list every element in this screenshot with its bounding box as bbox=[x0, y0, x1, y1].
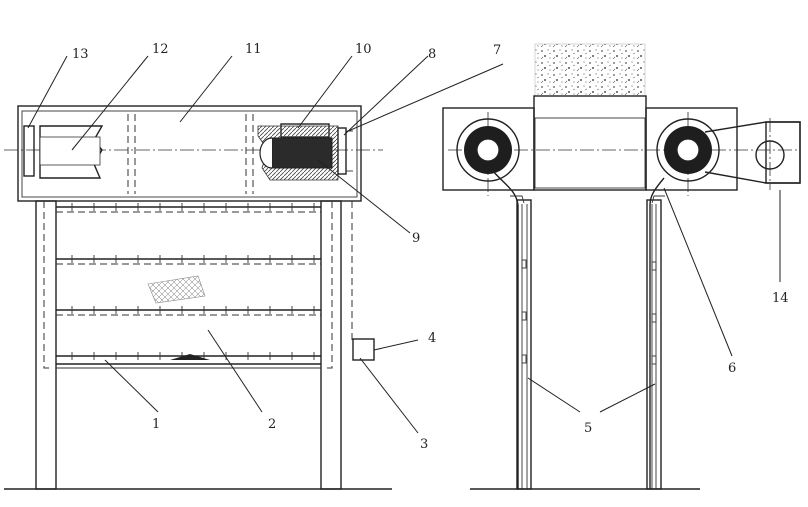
side-view bbox=[442, 43, 801, 490]
right-end-bracket bbox=[337, 127, 347, 175]
label-8: 8 bbox=[428, 47, 436, 62]
curtain-bars bbox=[56, 206, 321, 369]
label-3: 3 bbox=[420, 437, 428, 452]
control-box bbox=[352, 338, 375, 361]
mesh-window bbox=[147, 275, 206, 304]
front-view bbox=[4, 105, 392, 490]
rail-markers bbox=[521, 259, 657, 365]
left-end-bracket bbox=[23, 125, 35, 177]
left-roller-outer bbox=[456, 118, 520, 182]
part-labels: 13 12 11 10 8 7 9 4 1 2 3 5 6 14 bbox=[72, 42, 789, 452]
rail-marker bbox=[521, 311, 527, 321]
rail-marker bbox=[521, 354, 527, 364]
label-6: 6 bbox=[728, 361, 736, 376]
bar-ticks bbox=[71, 203, 315, 360]
top-housing-inner bbox=[21, 110, 358, 198]
rail-marker bbox=[521, 259, 527, 269]
label-12: 12 bbox=[152, 42, 169, 57]
label-4: 4 bbox=[428, 331, 436, 346]
leader-lines bbox=[27, 55, 781, 434]
rail-marker bbox=[651, 313, 657, 323]
label-5: 5 bbox=[584, 421, 592, 436]
label-10: 10 bbox=[355, 42, 372, 57]
side-housing bbox=[533, 95, 647, 191]
motor-extension bbox=[765, 121, 801, 184]
right-leg bbox=[320, 200, 342, 490]
top-housing bbox=[17, 105, 362, 202]
concrete-wall bbox=[534, 43, 646, 97]
bottom-bar-wedge bbox=[170, 354, 210, 360]
label-14: 14 bbox=[772, 291, 789, 306]
label-2: 2 bbox=[268, 417, 276, 432]
label-13: 13 bbox=[72, 47, 89, 62]
right-roller-outer bbox=[656, 118, 720, 182]
left-guide-rail bbox=[510, 195, 532, 490]
label-1: 1 bbox=[152, 417, 160, 432]
left-leg bbox=[35, 200, 57, 490]
rail-marker bbox=[651, 355, 657, 365]
rail-marker bbox=[651, 261, 657, 271]
label-7: 7 bbox=[493, 43, 501, 58]
label-9: 9 bbox=[412, 231, 420, 246]
label-11: 11 bbox=[245, 42, 262, 57]
